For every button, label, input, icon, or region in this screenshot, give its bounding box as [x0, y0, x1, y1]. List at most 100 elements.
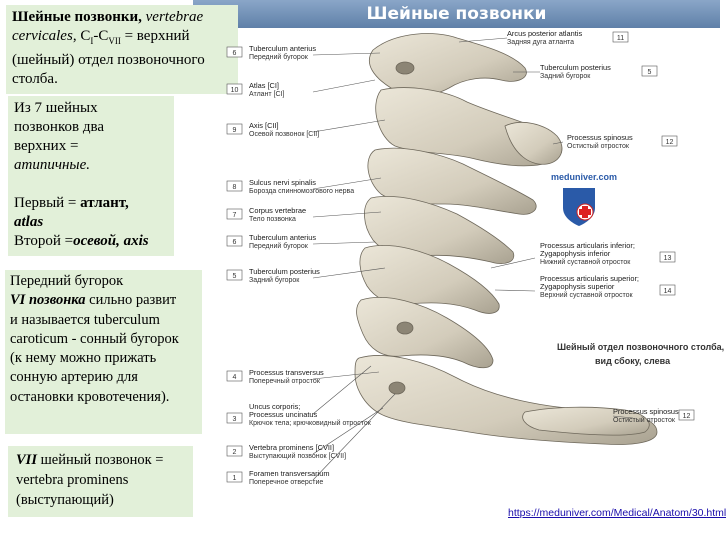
label-russian: Остистый отросток — [567, 142, 630, 150]
label-number-box — [226, 46, 243, 58]
label-russian: Задний бугорок — [249, 276, 300, 284]
label-latin: Tuberculum posterius — [540, 63, 611, 72]
label-russian: Атлант [CI] — [249, 91, 285, 98]
label-russian: Выступающий позвонок [CVII] — [249, 452, 346, 460]
label-latin: Tuberculum anterius — [249, 44, 316, 53]
label-number: 12 — [683, 413, 691, 420]
label-number: 11 — [617, 35, 624, 42]
label-number: 7 — [233, 212, 237, 219]
atypical-l6: atlas — [14, 214, 44, 230]
atypical-l5a: Первый = — [14, 195, 81, 211]
label-russian: Задняя дуга атланта — [507, 39, 574, 46]
intro-sub1: I — [90, 36, 94, 46]
atypical-l1: Из 7 шейных — [14, 100, 98, 116]
label-latin: Foramen transversarium — [249, 469, 330, 478]
label-number-box — [226, 208, 243, 220]
label-number-box — [678, 409, 695, 421]
intro-dash: -C — [93, 28, 109, 44]
atypical-l5b: атлант, — [80, 195, 129, 211]
label-number: 2 — [233, 449, 237, 456]
label-number-box — [226, 180, 243, 192]
c1-transverse-foramen — [395, 61, 415, 75]
label-russian: Тело позвонка — [249, 216, 296, 223]
label-number: 5 — [233, 273, 237, 280]
intro-note: Шейные позвонки, vertebrae cervicales, C… — [6, 5, 238, 94]
label-russian: Нижний суставной отросток — [540, 258, 631, 266]
label-latin: Atlas [CI] — [249, 81, 279, 90]
leader-lines — [312, 37, 634, 481]
label-latin: Corpus vertebrae — [249, 206, 306, 215]
prominens-l1a: VII — [16, 452, 37, 468]
atlas-bone — [368, 33, 527, 96]
prominens-note: VII шейный позвонок = vertebra prominens… — [8, 446, 193, 517]
label-latin: Uncus corporis; — [249, 402, 300, 411]
prominens-l2: vertebra prominens — [16, 472, 129, 488]
label-latin: Tuberculum posterius — [249, 267, 320, 276]
label-russian: Передний бугорок — [249, 53, 309, 61]
label-russian: Поперечное отверстие — [249, 479, 323, 486]
c5-bone — [359, 245, 500, 314]
label-number: 1 — [233, 475, 237, 482]
figure-label-left-9: 2 Vertebra prominens [CVII]Выступающий по… — [226, 443, 346, 460]
label-russian: Крючок тела; крючковидный отросток — [249, 419, 372, 427]
intro-title: Шейные позвонки, — [12, 9, 142, 25]
intro-range-prefix: , C — [72, 28, 91, 44]
carotid-l6: сонную артерию для — [10, 369, 138, 386]
intro-latin: cervicales — [12, 28, 73, 44]
medical-cross-icon — [579, 206, 591, 218]
label-number-box — [226, 123, 243, 135]
label-russian: Остистый отросток — [613, 416, 676, 424]
label-russian: Борозда спинномозгового нерва — [249, 188, 354, 195]
atypical-l4: атипичные. — [14, 157, 90, 173]
label-number: 6 — [233, 239, 237, 246]
intro-title-latin: vertebrae — [141, 9, 204, 25]
carotid-l3: и называется tuberculum — [10, 311, 160, 328]
page-banner: Шейные позвонки — [193, 0, 720, 28]
label-latin: Zygapophysis inferior — [540, 249, 611, 258]
label-russian: Поперечный отросток — [249, 377, 321, 385]
label-latin: Processus spinosus — [613, 407, 679, 416]
label-number-box — [641, 65, 658, 77]
label-latin: Arcus posterior atlantis — [507, 29, 582, 38]
label-latin: Vertebra prominens [CVII] — [249, 443, 334, 452]
carotid-l4: caroticum - сонный бугорок — [10, 330, 179, 347]
label-number-box — [661, 135, 678, 147]
meduniver-logo: meduniver.com — [551, 172, 617, 226]
c3-bone — [367, 147, 537, 215]
carotid-l1: Передний бугорок — [10, 273, 124, 289]
label-number-box — [226, 83, 243, 95]
label-latin: Axis [CII] — [249, 121, 279, 130]
atypical-note: Из 7 шейных позвонков два верхних = атип… — [8, 96, 174, 256]
c7-transverse-foramen — [388, 381, 406, 395]
c6-transverse-foramen — [396, 321, 414, 335]
label-number-box — [226, 445, 243, 457]
label-russian: Задний бугорок — [540, 72, 591, 80]
atypical-l3: верхних = — [14, 138, 79, 154]
intro-range-end: = верхний — [120, 28, 190, 44]
label-latin: Zygapophysis superior — [540, 282, 615, 291]
label-latin: Processus spinosus — [567, 133, 633, 142]
intro-line3: (шейный) отдел позвоночного — [12, 52, 205, 68]
atypical-l7b: осевой, axis — [73, 233, 149, 249]
carotid-l2a: VI позвонка — [10, 292, 86, 309]
label-russian: Передний бугорок — [249, 242, 309, 250]
label-number: 6 — [233, 50, 237, 57]
label-number: 13 — [664, 255, 672, 262]
source-link[interactable]: https://meduniver.com/Medical/Anatom/30.… — [508, 507, 726, 519]
label-number: 12 — [666, 139, 674, 146]
label-number-box — [226, 471, 243, 483]
